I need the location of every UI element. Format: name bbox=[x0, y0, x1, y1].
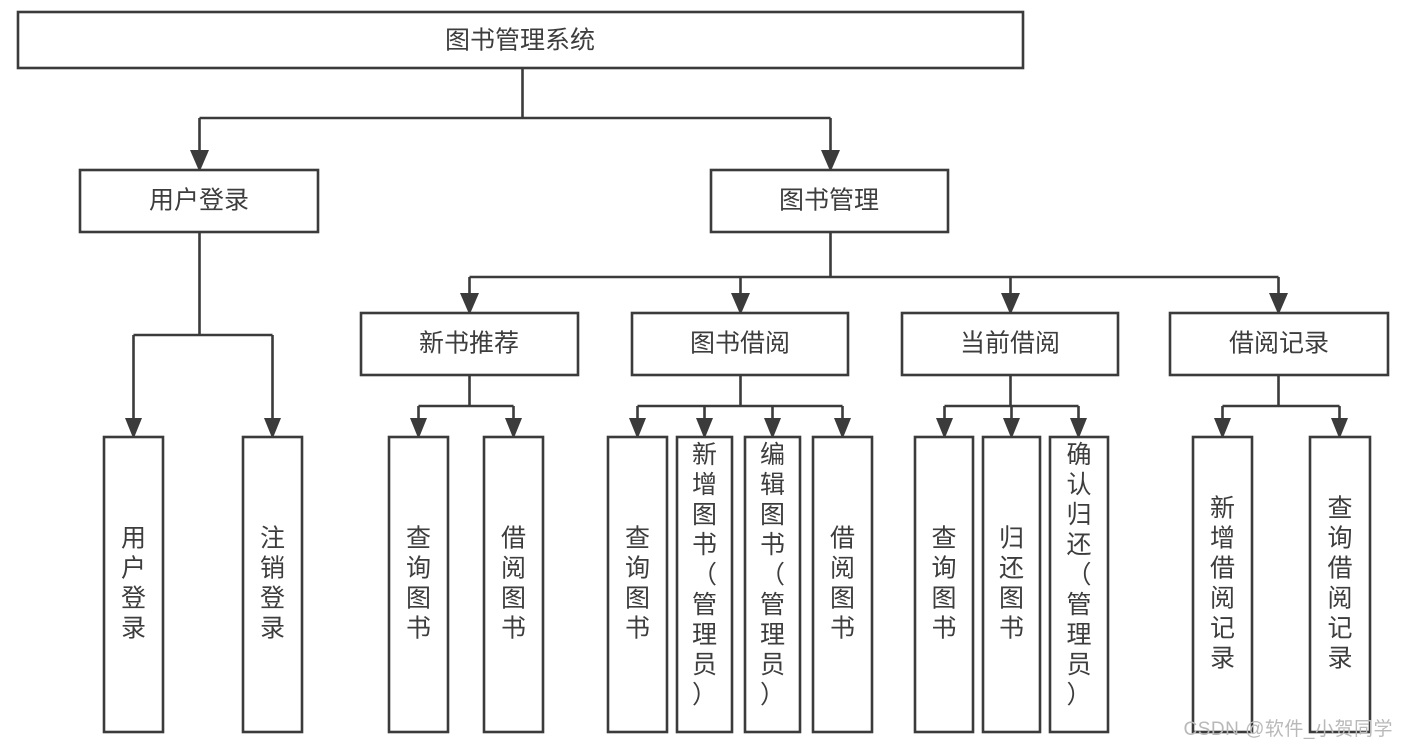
node-book-manage-box[interactable] bbox=[709, 168, 950, 234]
arrow-to-current-borrow bbox=[1001, 293, 1020, 315]
leaf-node-layer: 用户登录 注销登录 查询图书 借阅图书 查询图书 新增图书（管理员） 编辑图书（管理员） 借阅… bbox=[102, 435, 1372, 734]
node-book-borrow-label: 图书借阅 bbox=[690, 330, 790, 358]
leaf-confirm-return-box[interactable] bbox=[1048, 435, 1110, 734]
leaf-query-book-2[interactable]: 查询图书 bbox=[606, 435, 669, 734]
leaf-query-book-3-label: 查询图书 bbox=[931, 525, 956, 643]
leaf-add-record-label: 新增借阅记录 bbox=[1210, 495, 1235, 673]
leaf-return-book-box[interactable] bbox=[981, 435, 1042, 734]
node-root-label: 图书管理系统 bbox=[445, 27, 595, 55]
arrow-to-leaf-add-book bbox=[696, 418, 713, 439]
node-borrow-record-label: 借阅记录 bbox=[1229, 330, 1329, 358]
leaf-confirm-return[interactable]: 确认归还（管理员） bbox=[1048, 435, 1110, 734]
node-user-login-label: 用户登录 bbox=[149, 187, 249, 215]
arrow-to-leaf-edit-book bbox=[764, 418, 781, 439]
node-book-borrow[interactable]: 图书借阅 bbox=[630, 311, 850, 377]
leaf-query-book-1[interactable]: 查询图书 bbox=[387, 435, 450, 734]
leaf-query-book-3-box[interactable] bbox=[913, 435, 975, 734]
arrow-to-leaf-query-book-3 bbox=[936, 418, 953, 439]
arrow-to-borrow-record bbox=[1269, 293, 1288, 315]
node-book-manage-label: 图书管理 bbox=[779, 187, 879, 215]
arrow-to-user-login bbox=[190, 150, 209, 172]
arrow-to-leaf-query-record bbox=[1331, 418, 1348, 439]
node-layer: 图书管理系统 用户登录 图书管理 新书推荐 图书借阅 当前借阅 bbox=[16, 10, 1390, 377]
leaf-add-book-box[interactable] bbox=[675, 435, 734, 734]
leaf-query-book-1-label: 查询图书 bbox=[406, 525, 431, 643]
leaf-user-login-label: 用户登录 bbox=[121, 525, 146, 643]
connector-layer bbox=[132, 68, 1341, 419]
node-current-borrow-label: 当前借阅 bbox=[960, 330, 1060, 358]
leaf-query-book-3[interactable]: 查询图书 bbox=[913, 435, 975, 734]
arrow-to-leaf-add-record bbox=[1214, 418, 1231, 439]
arrow-to-leaf-user-login bbox=[125, 418, 142, 439]
node-borrow-record[interactable]: 借阅记录 bbox=[1168, 311, 1390, 377]
leaf-logout[interactable]: 注销登录 bbox=[241, 435, 304, 734]
node-new-book-rec-label: 新书推荐 bbox=[419, 330, 519, 358]
node-root-box[interactable] bbox=[16, 10, 1025, 70]
node-current-borrow[interactable]: 当前借阅 bbox=[900, 311, 1120, 377]
arrow-to-leaf-logout bbox=[264, 418, 281, 439]
arrow-to-leaf-query-book-2 bbox=[629, 418, 646, 439]
leaf-add-book[interactable]: 新增图书（管理员） bbox=[675, 435, 734, 734]
leaf-logout-label: 注销登录 bbox=[260, 525, 285, 643]
leaf-logout-box[interactable] bbox=[241, 435, 304, 734]
leaf-borrow-book-2-box[interactable] bbox=[811, 435, 874, 734]
leaf-borrow-book-1-label: 借阅图书 bbox=[501, 525, 526, 643]
leaf-borrow-book-2[interactable]: 借阅图书 bbox=[811, 435, 874, 734]
leaf-edit-book[interactable]: 编辑图书（管理员） bbox=[743, 435, 802, 734]
leaf-add-record-box[interactable] bbox=[1191, 435, 1254, 734]
leaf-edit-book-box[interactable] bbox=[743, 435, 802, 734]
arrow-to-leaf-query-book-1 bbox=[410, 418, 427, 439]
watermark-text: CSDN @软件_小贺同学 bbox=[1183, 719, 1393, 740]
arrow-to-book-manage bbox=[821, 150, 840, 172]
node-book-manage[interactable]: 图书管理 bbox=[709, 168, 950, 234]
leaf-user-login[interactable]: 用户登录 bbox=[102, 435, 165, 734]
leaf-query-book-1-box[interactable] bbox=[387, 435, 450, 734]
leaf-borrow-book-1-box[interactable] bbox=[482, 435, 545, 734]
arrow-to-new-book-rec bbox=[460, 293, 479, 315]
arrow-to-leaf-borrow-book-2 bbox=[834, 418, 851, 439]
node-user-login[interactable]: 用户登录 bbox=[78, 168, 320, 234]
node-user-login-box[interactable] bbox=[78, 168, 320, 234]
node-book-borrow-box[interactable] bbox=[630, 311, 850, 377]
leaf-borrow-book-2-label: 借阅图书 bbox=[830, 525, 855, 643]
leaf-query-record[interactable]: 查询借阅记录 bbox=[1308, 435, 1372, 734]
leaf-borrow-book-1[interactable]: 借阅图书 bbox=[482, 435, 545, 734]
leaf-add-record[interactable]: 新增借阅记录 bbox=[1191, 435, 1254, 734]
node-new-book-rec-box[interactable] bbox=[359, 311, 580, 377]
arrowhead-layer bbox=[125, 150, 1348, 439]
leaf-add-book-label: 新增图书（管理员） bbox=[692, 441, 717, 709]
leaf-confirm-return-label: 确认归还（管理员） bbox=[1066, 441, 1091, 709]
leaf-return-book-label: 归还图书 bbox=[999, 525, 1024, 643]
leaf-query-book-2-label: 查询图书 bbox=[625, 525, 650, 643]
leaf-edit-book-label: 编辑图书（管理员） bbox=[760, 441, 785, 709]
node-root[interactable]: 图书管理系统 bbox=[16, 10, 1025, 70]
arrow-to-leaf-borrow-book-1 bbox=[505, 418, 522, 439]
arrow-to-leaf-return-book bbox=[1003, 418, 1020, 439]
leaf-query-book-2-box[interactable] bbox=[606, 435, 669, 734]
node-current-borrow-box[interactable] bbox=[900, 311, 1120, 377]
arrow-to-leaf-confirm-return bbox=[1070, 418, 1087, 439]
leaf-query-record-box[interactable] bbox=[1308, 435, 1372, 734]
leaf-user-login-box[interactable] bbox=[102, 435, 165, 734]
leaf-return-book[interactable]: 归还图书 bbox=[981, 435, 1042, 734]
node-borrow-record-box[interactable] bbox=[1168, 311, 1390, 377]
arrow-to-book-borrow bbox=[731, 293, 750, 315]
node-new-book-rec[interactable]: 新书推荐 bbox=[359, 311, 580, 377]
leaf-query-record-label: 查询借阅记录 bbox=[1327, 495, 1352, 673]
